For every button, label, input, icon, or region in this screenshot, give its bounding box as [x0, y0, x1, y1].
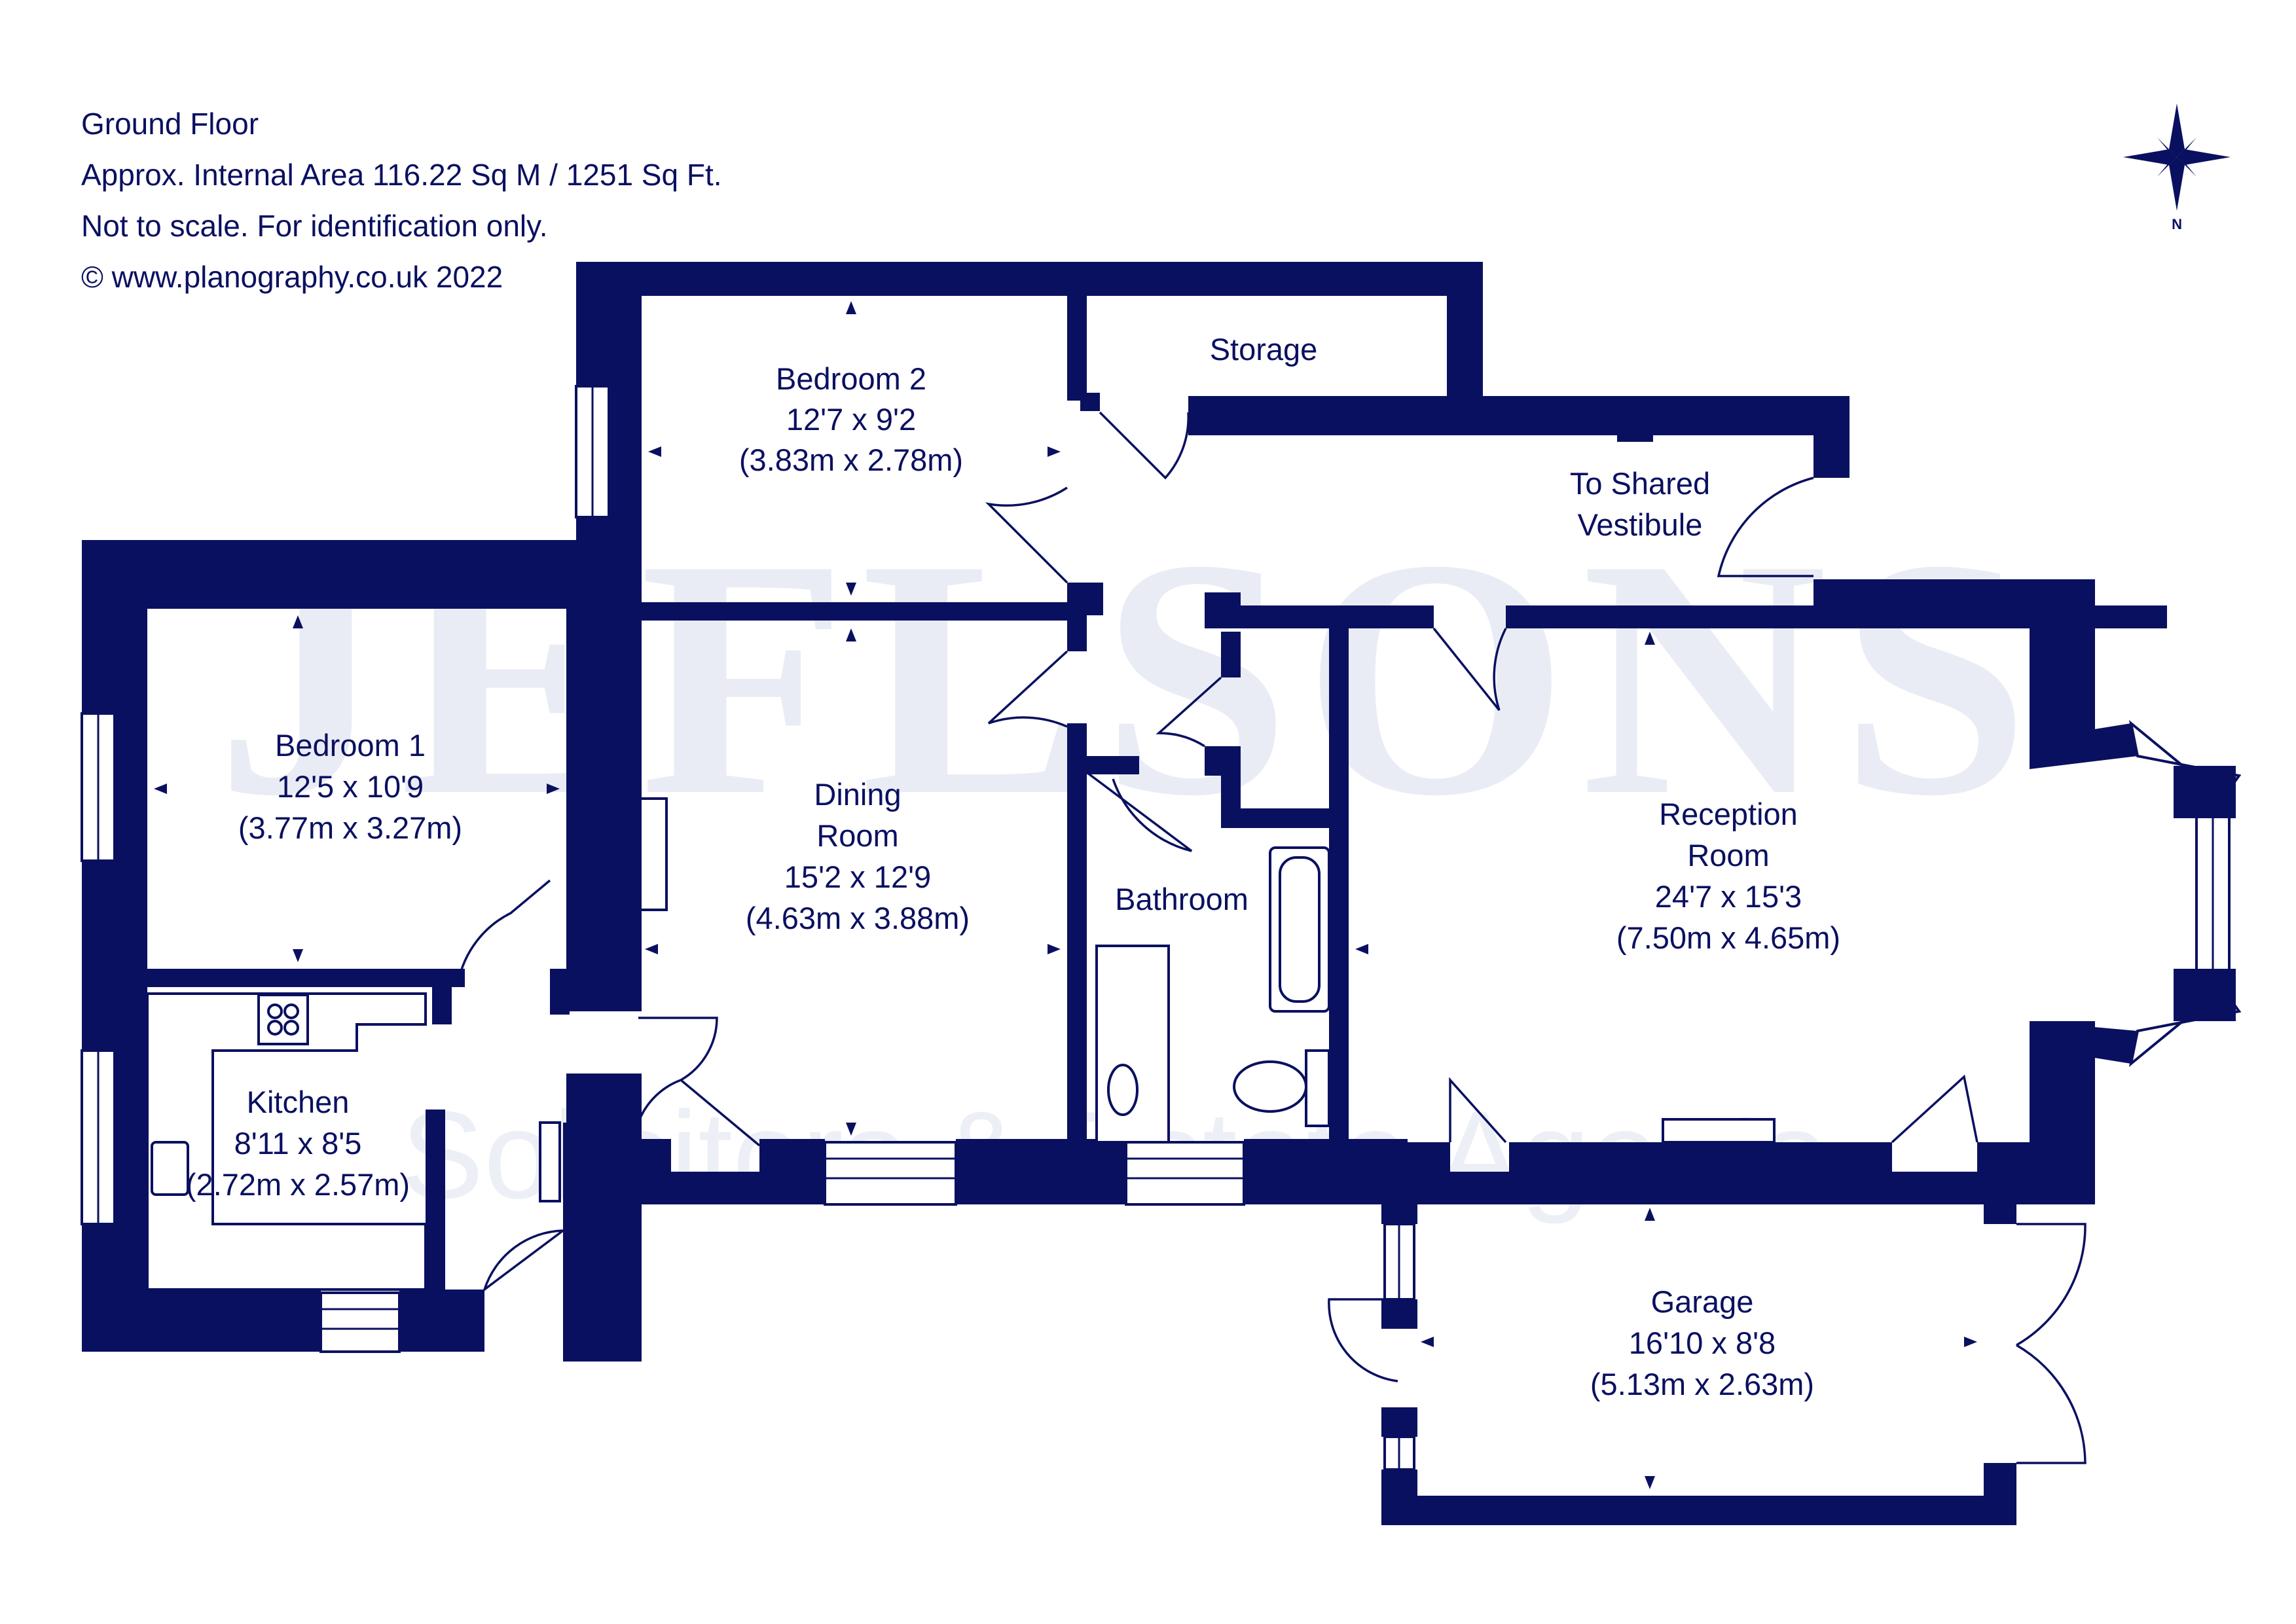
- room-labels: Bedroom 2 12'7 x 9'2 (3.83m x 2.78m) Sto…: [186, 332, 1840, 1401]
- sink-icon: [1107, 1064, 1139, 1116]
- svg-text:Bathroom: Bathroom: [1115, 882, 1248, 916]
- fixtures: [146, 797, 1330, 1291]
- area-label: Approx. Internal Area 116.22 Sq M / 1251…: [81, 158, 722, 192]
- scale-note: Not to scale. For identification only.: [81, 209, 548, 243]
- windows: [81, 385, 2242, 1471]
- svg-text:Dining: Dining: [814, 777, 901, 812]
- svg-text:24'7 x 15'3: 24'7 x 15'3: [1655, 879, 1802, 914]
- walls: [82, 262, 2167, 1525]
- svg-text:15'2 x 12'9: 15'2 x 12'9: [784, 859, 931, 894]
- plan-info: Ground Floor Approx. Internal Area 116.2…: [81, 98, 722, 302]
- compass-icon: N: [2123, 103, 2231, 232]
- room-dining: Dining Room 15'2 x 12'9 (4.63m x 3.88m): [746, 777, 970, 935]
- svg-text:12'5 x 10'9: 12'5 x 10'9: [277, 769, 424, 804]
- svg-text:(2.72m x 2.57m): (2.72m x 2.57m): [186, 1167, 410, 1202]
- room-bathroom: Bathroom: [1115, 882, 1248, 916]
- room-storage: Storage: [1210, 332, 1318, 367]
- hob-icon: [257, 994, 309, 1045]
- svg-text:Storage: Storage: [1210, 332, 1318, 367]
- svg-text:12'7 x 9'2: 12'7 x 9'2: [786, 402, 916, 437]
- fireplace: [639, 797, 668, 911]
- room-bedroom-1: Bedroom 1 12'5 x 10'9 (3.77m x 3.27m): [238, 728, 462, 845]
- kitchen-sink-icon: [151, 1141, 189, 1196]
- vanity-counter: [1095, 945, 1170, 1144]
- room-kitchen: Kitchen 8'11 x 8'5 (2.72m x 2.57m): [186, 1085, 410, 1202]
- doors: [457, 411, 2086, 1464]
- room-reception: Reception Room 24'7 x 15'3 (7.50m x 4.65…: [1616, 797, 1840, 955]
- svg-text:To Shared: To Shared: [1570, 466, 1710, 501]
- svg-text:Room: Room: [816, 818, 898, 853]
- svg-text:Reception: Reception: [1659, 797, 1798, 831]
- svg-text:(5.13m x 2.63m): (5.13m x 2.63m): [1590, 1367, 1814, 1401]
- svg-text:(3.83m x 2.78m): (3.83m x 2.78m): [739, 442, 963, 477]
- svg-text:(4.63m x 3.88m): (4.63m x 3.88m): [746, 901, 970, 935]
- copyright-label: © www.planography.co.uk 2022: [81, 260, 503, 294]
- svg-text:Vestibule: Vestibule: [1578, 507, 1703, 542]
- kitchen-worktop: [146, 992, 427, 1291]
- svg-text:(3.77m x 3.27m): (3.77m x 3.27m): [238, 810, 462, 845]
- svg-text:16'10 x 8'8: 16'10 x 8'8: [1629, 1326, 1776, 1360]
- toilet-icon: [1233, 1060, 1307, 1113]
- room-bedroom-2: Bedroom 2 12'7 x 9'2 (3.83m x 2.78m): [739, 361, 963, 477]
- svg-text:Garage: Garage: [1651, 1284, 1754, 1319]
- toilet-cistern: [1305, 1049, 1330, 1127]
- svg-text:8'11 x 8'5: 8'11 x 8'5: [234, 1126, 362, 1161]
- svg-text:Room: Room: [1687, 838, 1769, 873]
- svg-text:Bedroom 1: Bedroom 1: [275, 728, 426, 763]
- svg-text:(7.50m x 4.65m): (7.50m x 4.65m): [1616, 920, 1840, 955]
- storage-cupboard: [539, 1121, 561, 1202]
- svg-text:Kitchen: Kitchen: [247, 1085, 350, 1119]
- floor-label: Ground Floor: [81, 107, 259, 141]
- compass-label: N: [2172, 216, 2182, 232]
- dimension-arrows: [154, 301, 1977, 1489]
- svg-text:Bedroom 2: Bedroom 2: [776, 361, 926, 396]
- room-garage: Garage 16'10 x 8'8 (5.13m x 2.63m): [1590, 1284, 1814, 1401]
- room-vestibule: To Shared Vestibule: [1570, 466, 1710, 542]
